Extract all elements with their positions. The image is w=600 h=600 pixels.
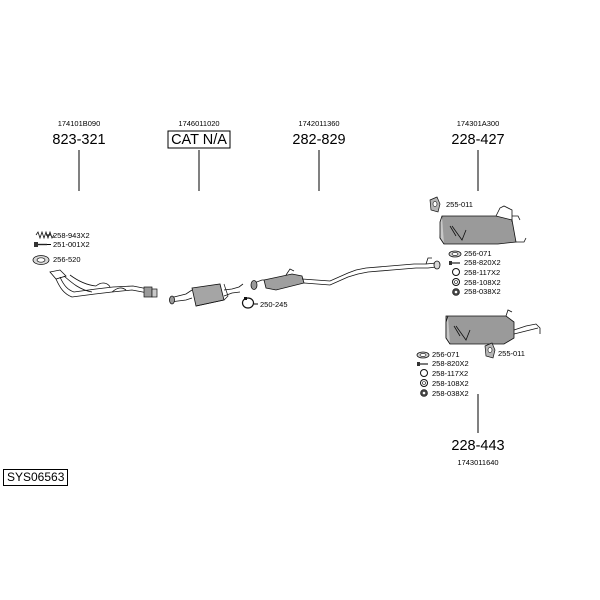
oem-number-rear-silencer-upper: 174301A300 [457, 119, 500, 128]
lower-rear-item-2: 258-820X2 [432, 359, 469, 368]
clamp-label: 250-245 [260, 300, 288, 309]
nut-icon [452, 288, 460, 296]
upper-rear-mount-label: 255-011 [446, 200, 473, 209]
rear-silencer-upper-drawing [439, 205, 527, 245]
oem-number-centre-silencer: 1742011360 [298, 119, 339, 128]
front-fitting-label-1: 258-943X2 [53, 231, 90, 240]
lower-rear-fittings: 256-071 258-820X2 258-117X2 258-108X2 25… [416, 350, 469, 398]
bolt-icon [34, 242, 47, 247]
gasket-icon [416, 351, 430, 359]
diagram-code: SYS06563 [3, 469, 69, 486]
front-fitting-label-2: 251-001X2 [53, 240, 90, 249]
part-number-front-pipe[interactable]: 823-321 [52, 132, 105, 148]
bolt-icon [449, 261, 460, 265]
part-number-rear-silencer-upper[interactable]: 228-427 [451, 132, 504, 148]
spring-icon [35, 230, 55, 240]
lower-rear-item-5: 258-038X2 [432, 389, 469, 398]
upper-rear-item-2: 258-820X2 [464, 258, 501, 267]
rubber-mount-icon [484, 342, 496, 359]
oem-number-catalytic-converter: 1746011020 [178, 119, 219, 128]
front-fitting-label-3: 256-520 [53, 255, 81, 264]
washer-icon [420, 379, 428, 387]
part-number-rear-silencer-lower[interactable]: 228-443 [451, 438, 504, 454]
upper-rear-item-1: 256-071 [464, 249, 492, 258]
washer-icon [452, 278, 460, 286]
rear-silencer-lower-drawing [445, 309, 541, 345]
clamp-icon [241, 297, 255, 309]
part-number-catalytic-converter[interactable]: CAT N/A [171, 132, 227, 148]
upper-rear-item-5: 258-038X2 [464, 287, 501, 296]
upper-rear-fittings: 256-071 258-820X2 258-117X2 258-108X2 25… [448, 249, 501, 296]
oem-number-front-pipe: 174101B090 [58, 119, 101, 128]
gasket-icon [448, 250, 462, 258]
nut-icon [420, 389, 428, 397]
catalytic-converter-drawing [169, 283, 244, 307]
centre-silencer-drawing [250, 257, 441, 291]
gasket-icon [32, 255, 50, 265]
lower-rear-item-3: 258-117X2 [432, 369, 468, 378]
spring-washer-icon [420, 369, 428, 377]
oem-number-rear-silencer-lower: 1743011640 [457, 458, 498, 467]
front-pipe-drawing [49, 269, 158, 298]
part-number-centre-silencer[interactable]: 282-829 [292, 132, 345, 148]
lower-rear-item-1: 256-071 [432, 350, 460, 359]
lower-rear-mount-label: 255-011 [498, 349, 525, 358]
upper-rear-item-3: 258-117X2 [464, 268, 500, 277]
catalytic-converter-label-box [167, 130, 231, 149]
bolt-icon [417, 362, 428, 366]
rubber-mount-icon [429, 196, 441, 213]
upper-rear-item-4: 258-108X2 [464, 278, 501, 287]
lower-rear-item-4: 258-108X2 [432, 379, 469, 388]
spring-washer-icon [452, 268, 460, 276]
front-fittings: 258-943X2 251-001X2 256-520 [32, 230, 90, 265]
